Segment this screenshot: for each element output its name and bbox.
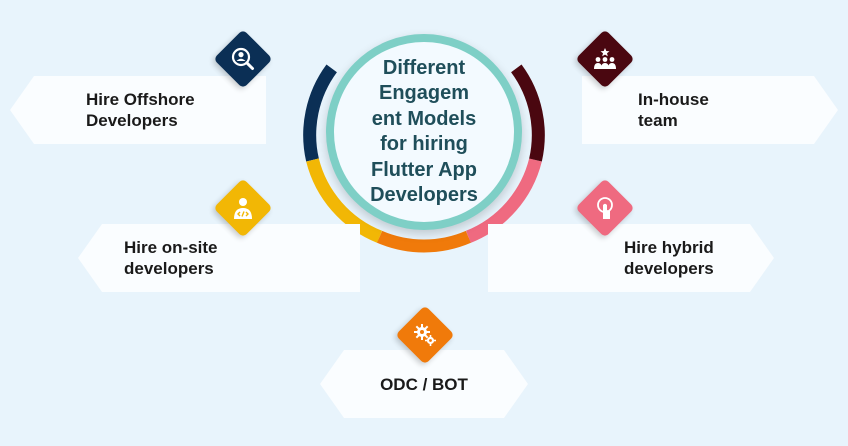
card-label-line: Hire Offshore bbox=[86, 90, 195, 109]
ring-arc-offshore bbox=[303, 64, 338, 162]
card-label-line: Developers bbox=[86, 111, 178, 130]
ring-arc-hybrid bbox=[465, 158, 542, 243]
card-label-line: developers bbox=[124, 259, 214, 278]
card-label-line: developers bbox=[624, 259, 714, 278]
center-hub: Different Engagem ent Models for hiring … bbox=[326, 34, 522, 230]
card-onsite: Hire on-site developers bbox=[78, 224, 360, 292]
ring-arc-inhouse bbox=[510, 64, 545, 162]
developer-icon bbox=[222, 187, 264, 229]
card-offshore: Hire Offshore Developers bbox=[10, 76, 266, 144]
ring-arc-odc bbox=[377, 230, 471, 253]
center-title-line: for hiring bbox=[380, 133, 468, 155]
card-label-line: In-house bbox=[638, 90, 709, 109]
touch-icon bbox=[584, 187, 626, 229]
card-hybrid: Hire hybrid developers bbox=[488, 224, 774, 292]
ring-arc-onsite bbox=[306, 158, 383, 243]
card-inhouse: In-house team bbox=[582, 76, 838, 144]
card-label-line: Hire hybrid bbox=[624, 238, 714, 257]
search-user-icon bbox=[222, 38, 264, 80]
card-label-line: Hire on-site bbox=[124, 238, 218, 257]
center-title: Different Engagem ent Models for hiring … bbox=[354, 56, 494, 209]
center-title-line: Different bbox=[382, 56, 466, 79]
center-title-line: Flutter App bbox=[371, 158, 477, 181]
card-inhouse-label: In-house team bbox=[638, 89, 709, 131]
card-odc: ODC / BOT bbox=[320, 350, 528, 418]
card-hybrid-label: Hire hybrid developers bbox=[624, 237, 714, 279]
center-title-line: ent Models bbox=[371, 107, 477, 130]
center-title-line: Engagem bbox=[378, 82, 470, 104]
gears-icon bbox=[404, 314, 446, 356]
card-offshore-label: Hire Offshore Developers bbox=[86, 89, 195, 131]
center-title-line: Developers bbox=[370, 184, 478, 206]
card-odc-label: ODC / BOT bbox=[380, 374, 468, 394]
team-icon bbox=[584, 38, 626, 80]
card-label-line: team bbox=[638, 111, 678, 130]
card-onsite-label: Hire on-site developers bbox=[124, 237, 218, 279]
